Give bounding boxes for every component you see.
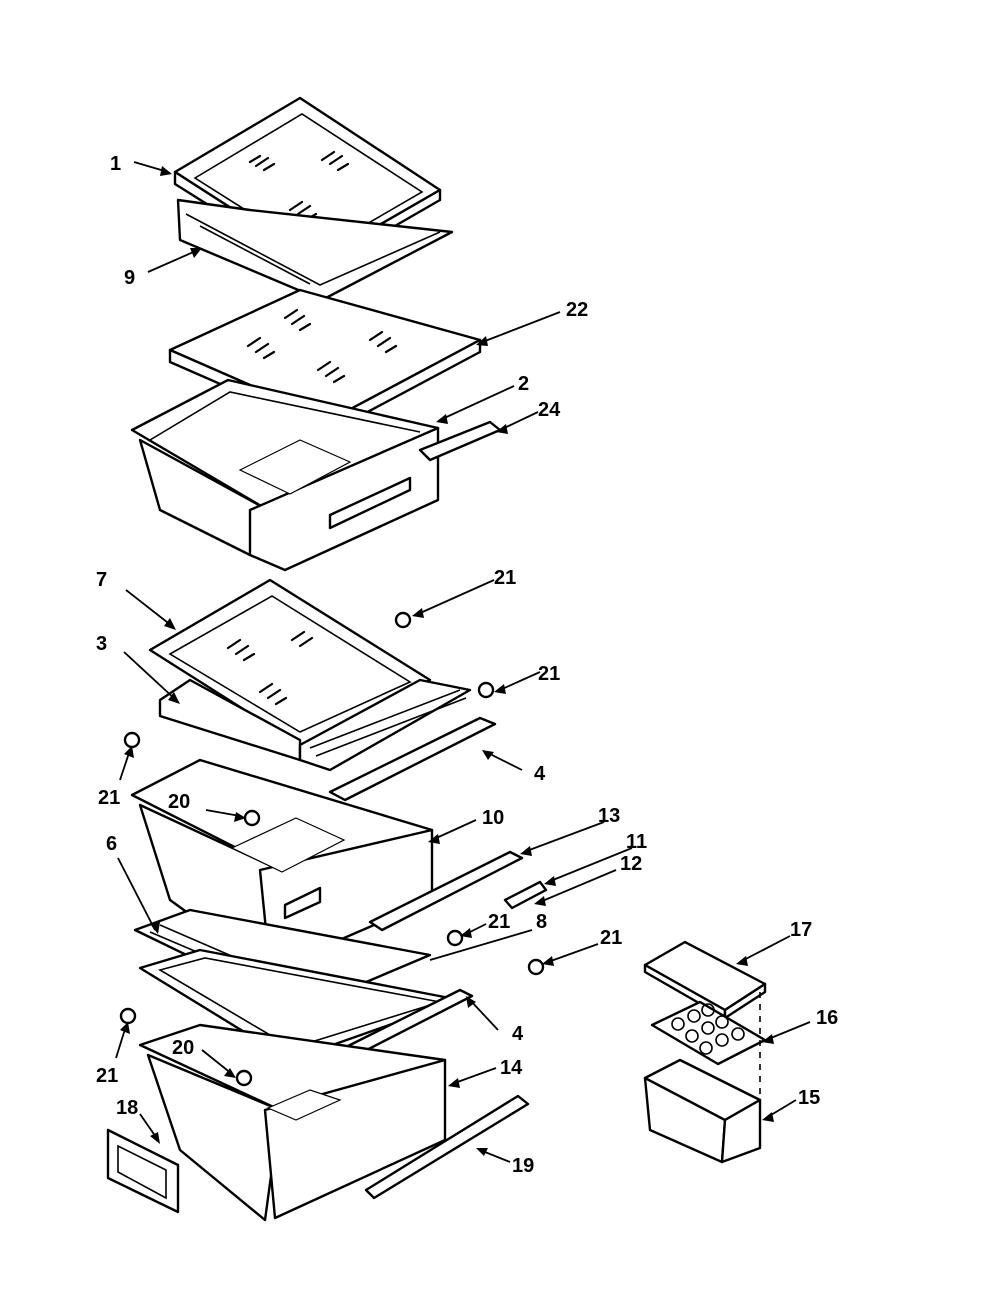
callout-14: 14 [500,1057,523,1079]
callout-labels: 1 9 22 2 24 7 21 3 21 21 4 20 10 13 6 11… [96,153,838,1177]
callout-21b: 21 [538,663,560,685]
callout-22: 22 [566,299,588,321]
screw-icon [123,731,141,749]
callout-20a: 20 [168,791,190,813]
egg-tray-16 [650,1000,767,1066]
callout-11: 11 [626,831,647,853]
screw-icon [527,958,545,976]
screw-icon [446,929,464,947]
rail-4-upper [328,716,497,802]
screw-icon [477,681,495,699]
callout-12: 12 [620,853,642,875]
callout-9: 9 [124,267,135,289]
rail-19 [364,1094,530,1200]
callout-21e: 21 [600,927,622,949]
callout-17: 17 [790,919,812,941]
callout-6: 6 [106,833,117,855]
callout-19: 19 [512,1155,534,1177]
callout-21f: 21 [96,1065,118,1087]
shelf-frame-3 [158,678,472,772]
callout-7: 7 [96,569,107,591]
screw-icon [394,611,412,629]
label-card-18 [106,1128,180,1214]
callout-24: 24 [538,399,561,421]
callout-8: 8 [536,911,547,933]
screw-icon [119,1007,137,1025]
callout-10: 10 [482,807,504,829]
callout-21a: 21 [494,567,516,589]
egg-bin-15 [643,992,762,1164]
crisper-drawer-upper [130,378,440,572]
screw-icon [235,1069,253,1087]
callout-15: 15 [798,1087,820,1109]
callout-18: 18 [116,1097,138,1119]
screw-icon [243,809,261,827]
callout-1: 1 [110,153,121,175]
callout-20b: 20 [172,1037,194,1059]
shelf-frame-9 [176,198,454,302]
callout-21c: 21 [98,787,120,809]
crisper-drawer-lower [138,1023,447,1222]
callout-13: 13 [598,805,620,827]
callout-4b: 4 [512,1023,524,1045]
callout-4a: 4 [534,763,546,785]
callout-3: 3 [96,633,107,655]
clip-11 [503,880,548,910]
leader-lines [115,161,811,1163]
callout-2: 2 [518,373,529,395]
rail-13 [368,850,524,932]
callout-16: 16 [816,1007,838,1029]
callout-21d: 21 [488,911,510,933]
